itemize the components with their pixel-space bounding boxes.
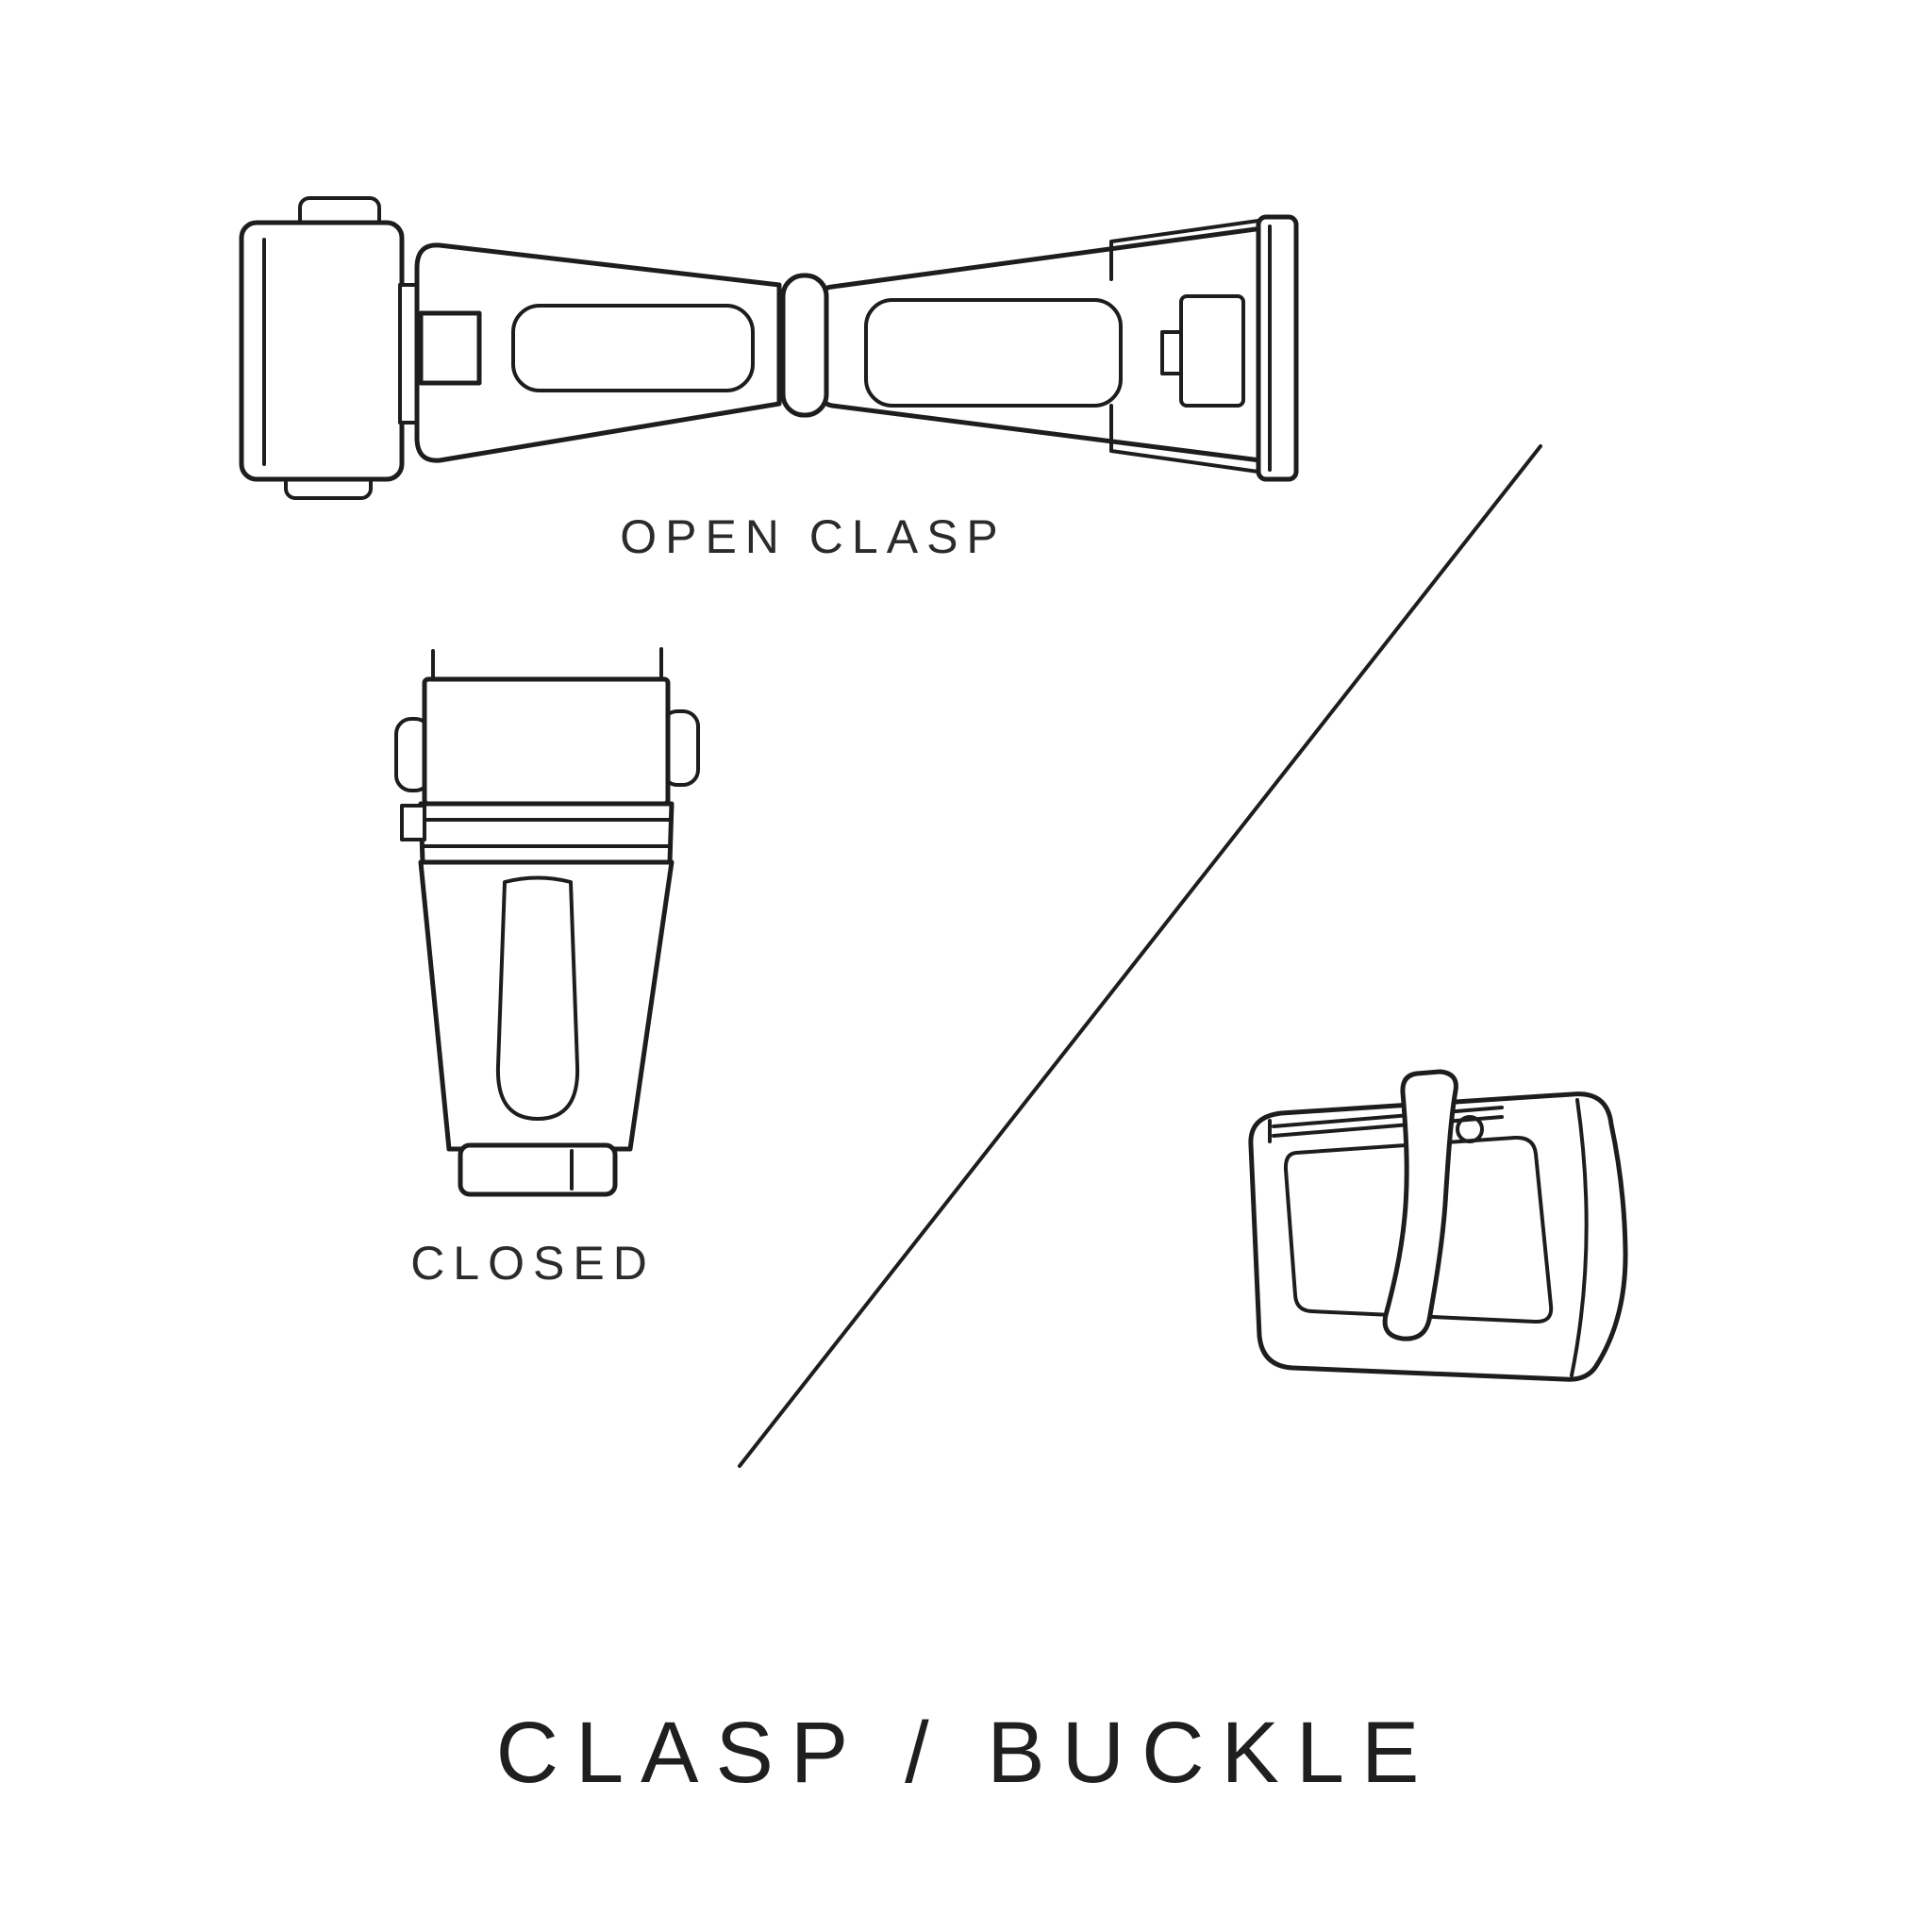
page-title: CLASP / BUCKLE xyxy=(495,1705,1437,1801)
closed-clasp-illustration xyxy=(394,647,700,1197)
open-clasp-label: OPEN CLASP xyxy=(620,510,1007,563)
diagonal-separator-line xyxy=(738,444,1542,1468)
buckle-illustration xyxy=(1248,1069,1628,1382)
open-clasp-illustration xyxy=(239,196,1299,500)
closed-clasp-label: CLOSED xyxy=(410,1237,656,1290)
